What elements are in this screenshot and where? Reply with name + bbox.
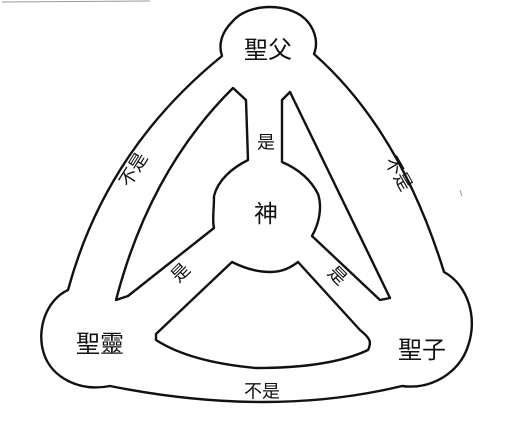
node-father: 聖父 <box>244 36 292 64</box>
node-son: 聖子 <box>398 336 446 364</box>
inner-hole-bottom <box>154 260 372 370</box>
scan-mark <box>459 189 463 197</box>
outer-frame <box>40 5 473 404</box>
inner-hole-right <box>280 90 392 302</box>
inner-hole-left <box>114 86 250 302</box>
node-god: 神 <box>254 200 278 228</box>
edge-father-god: 是 <box>257 133 275 154</box>
node-spirit: 聖靈 <box>76 330 124 358</box>
edge-son-spirit: 不是 <box>244 382 280 403</box>
scan-mark <box>1 0 151 3</box>
